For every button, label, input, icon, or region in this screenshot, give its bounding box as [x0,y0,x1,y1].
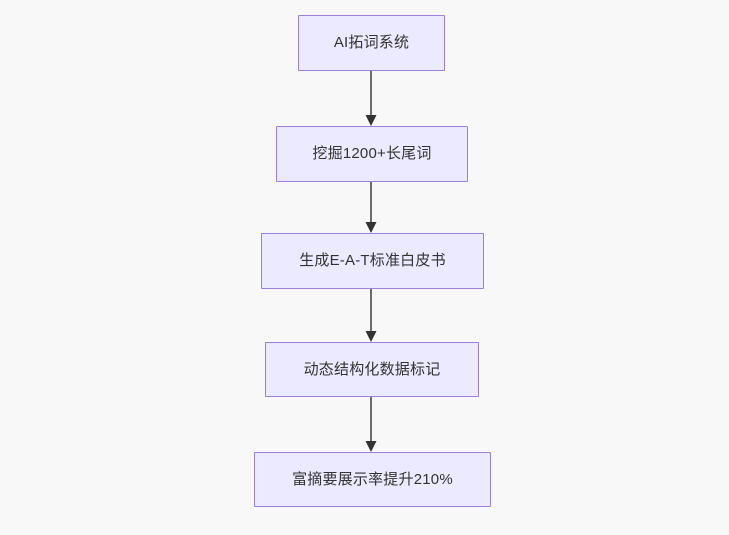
flow-node-label: 动态结构化数据标记 [303,360,441,378]
edge-n3-n4-arrowhead [365,331,377,342]
edge-n2-n3-arrowhead [365,222,377,233]
flow-node-rich-snippet-rate-increase[interactable]: 富摘要展示率提升210% [254,452,491,507]
flow-node-generate-eat-whitepaper[interactable]: 生成E-A-T标准白皮书 [261,233,484,289]
flow-node-label: AI拓词系统 [333,34,410,51]
flow-node-label: 生成E-A-T标准白皮书 [299,252,446,269]
flow-node-dynamic-structured-data-markup[interactable]: 动态结构化数据标记 [265,342,479,397]
flow-node-ai-keyword-system[interactable]: AI拓词系统 [298,15,445,71]
edge-n4-n5-arrowhead [365,441,377,452]
flow-node-label: 挖掘1200+长尾词 [312,145,432,162]
edge-n1-n2-arrowhead [365,115,377,126]
flow-node-mine-longtail-keywords[interactable]: 挖掘1200+长尾词 [276,126,468,182]
flow-node-label: 富摘要展示率提升210% [292,470,453,488]
